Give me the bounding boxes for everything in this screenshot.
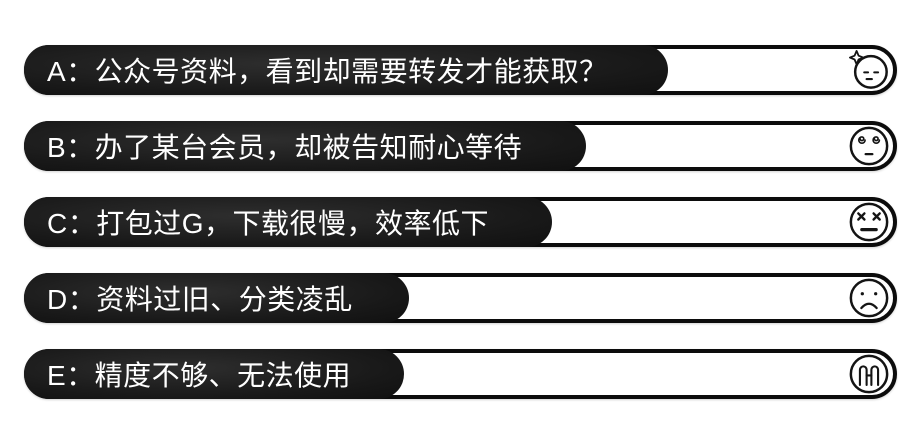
sad-frown-face-icon (848, 277, 890, 319)
sparkle-annoyed-face-icon (848, 49, 890, 91)
dizzy-spiral-eyes-face-icon (848, 125, 890, 167)
knocked-out-x-eyes-face-icon (848, 201, 890, 243)
option-label-b: B：办了某台会员，却被告知耐心等待 (24, 121, 586, 171)
option-pill-c: C：打包过G，下载很慢，效率低下 (24, 197, 897, 247)
option-label-d: D：资料过旧、分类凌乱 (24, 273, 409, 323)
option-pill-d: D：资料过旧、分类凌乱 (24, 273, 897, 323)
option-label-e: E：精度不够、无法使用 (24, 349, 404, 399)
option-pill-a: A：公众号资料，看到却需要转发才能获取？ (24, 45, 897, 95)
option-pill-e: E：精度不够、无法使用 (24, 349, 897, 399)
exhausted-wailing-face-icon (848, 353, 890, 395)
option-label-c: C：打包过G，下载很慢，效率低下 (24, 197, 552, 247)
option-pill-b: B：办了某台会员，却被告知耐心等待 (24, 121, 897, 171)
option-label-a: A：公众号资料，看到却需要转发才能获取？ (24, 45, 668, 95)
